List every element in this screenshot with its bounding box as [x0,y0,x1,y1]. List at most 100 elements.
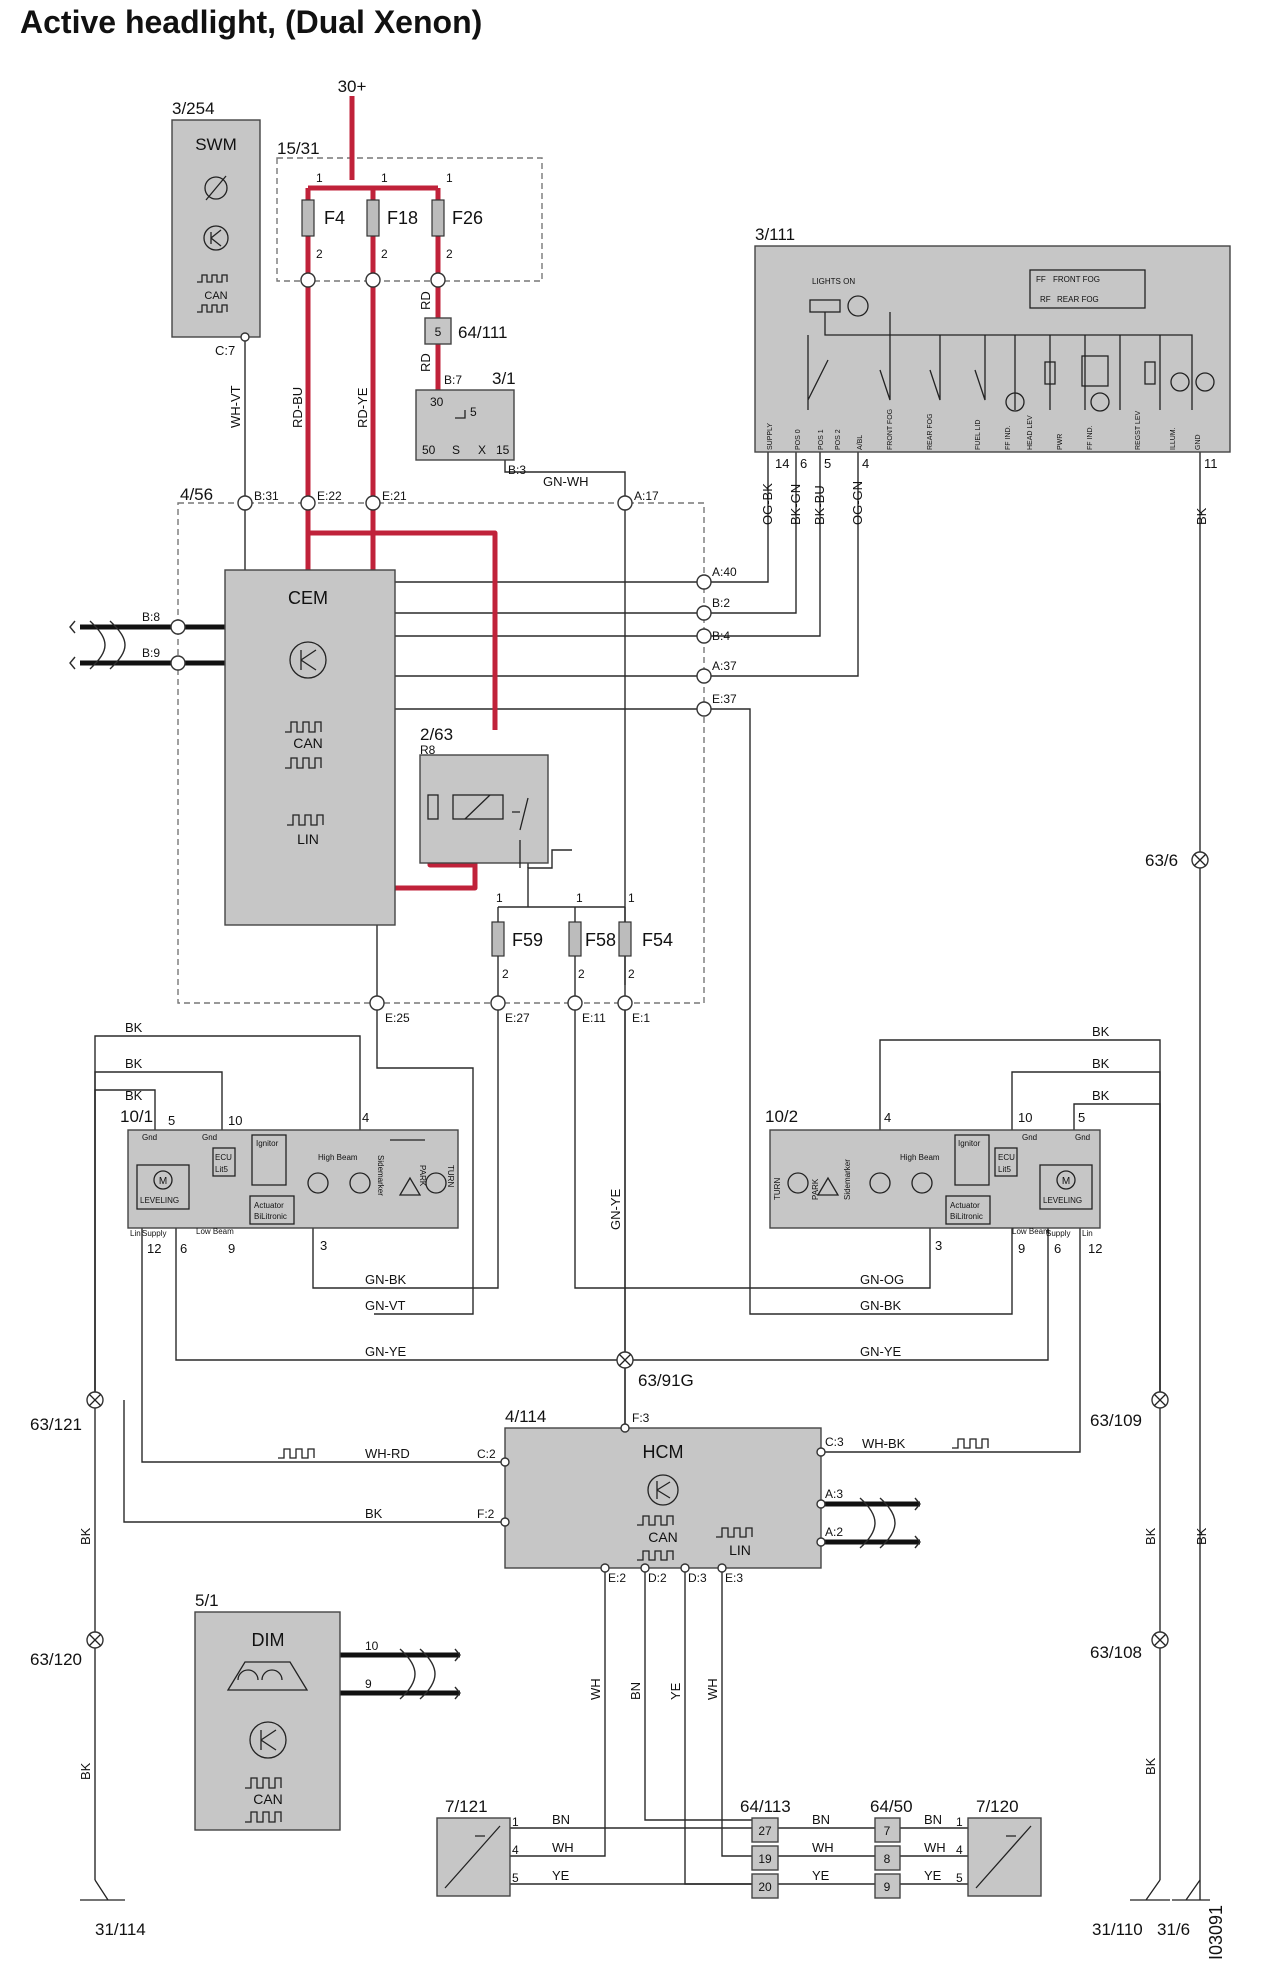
hl-right-gnd-1: Gnd [1022,1133,1037,1142]
cem-region [177,502,705,1004]
sensor-right-pin-1: 1 [956,1815,963,1829]
signal-wires [94,337,1201,1900]
cem-connector-nodes [170,495,712,1011]
headlamp-left-internals [136,1134,447,1225]
hl-left-high-beam: High Beam [318,1153,358,1162]
wire-bn-1: BN [628,1682,643,1700]
splice-63-121: 63/121 [30,1415,82,1434]
hl-left-pin-9: 9 [228,1241,235,1256]
cem-conn-b4: B:4 [712,629,730,643]
hl-right-bilitronic: BiLitronic [950,1212,983,1221]
ls-label-pos2: POS 2 [835,429,842,450]
fuse-f4-label: F4 [324,208,345,228]
hl-left-pin-4: 4 [362,1110,369,1125]
hl-right-pin-9: 9 [1018,1241,1025,1256]
cem-conn-a37: A:37 [712,659,737,673]
ls-label-pwr: PWR [1057,434,1064,450]
cem-conn-b8: B:8 [142,610,160,624]
dim-pin-9: 9 [365,1677,372,1691]
hl-left-park: PARK [418,1165,427,1187]
cem-conn-e37: E:37 [712,692,737,706]
hl-right-pin-10: 10 [1018,1110,1032,1125]
ls-label-front-fog: FRONT FOG [887,409,894,450]
hl-right-pin-12: 12 [1088,1241,1102,1256]
hl-left-leveling: LEVELING [140,1196,179,1205]
dim-transistor-icon [249,1721,287,1759]
connector-64-50 [874,1817,901,1899]
cem-name: CEM [288,588,328,608]
relay-2-63 [419,754,549,864]
swm-conn: C:7 [215,343,235,358]
wire-gn-vt: GN-VT [365,1298,406,1313]
headlamp-right [769,1129,1101,1229]
wire-bk-r1: BK [1092,1024,1110,1039]
conn-64-113-pin-27: 27 [758,1824,772,1838]
fuse-f26-label: F26 [452,208,483,228]
wire-gn-ye-v: GN-YE [608,1189,623,1231]
ignition-pin-5: 5 [470,405,477,419]
hcm-connector-nodes [500,1423,826,1573]
ignition-conn-top: B:7 [444,373,462,387]
hl-left-pin-6: 6 [180,1241,187,1256]
hcm-conn-a2: A:2 [825,1525,843,1539]
hl-right-pin-6: 6 [1054,1241,1061,1256]
hl-right-leveling: LEVELING [1043,1196,1082,1205]
wire-wh-bk: WH-BK [862,1436,906,1451]
hcm-lin-signal-icon [716,1527,753,1538]
splice-63-91g: 63/91G [638,1371,694,1390]
wire-bk-l2: BK [125,1056,143,1071]
hl-right-sidemarker: Sidemarker [843,1159,852,1200]
wire-wh-vt: WH-VT [228,385,243,428]
cem-conn-e22: E:22 [317,489,342,503]
cem-conn-e21: E:21 [382,489,407,503]
ls-pin-6: 6 [800,456,807,471]
wire-ye-2: YE [552,1868,570,1883]
cem-lin-signal-icon [287,814,324,826]
cem-conn-b9: B:9 [142,646,160,660]
hl-left-supply: Supply [142,1229,166,1238]
hl-right-turn: TURN [773,1178,782,1200]
fusebox-fuses [300,199,446,288]
hcm-module [504,1427,822,1569]
hl-right-lit5: Lit5 [998,1165,1011,1174]
hl-left-sidemarker: Sidemarker [376,1155,385,1196]
fuse-f59-pin-in: 1 [496,891,503,905]
cem-transistor-icon [289,641,327,679]
hl-right-ecu: ECU [998,1153,1015,1162]
wire-rd-2: RD [418,353,433,372]
splice-63-120: 63/120 [30,1650,82,1669]
cem-conn-e1: E:1 [632,1011,650,1025]
wire-bk-r-v2: BK [1194,1527,1209,1545]
cem-can-signal-icon [285,721,322,769]
hl-right-park: PARK [811,1178,820,1200]
sensor-left-pin-5: 5 [512,1871,519,1885]
wire-bk-l1: BK [125,1020,143,1035]
page-title: Active headlight, (Dual Xenon) [20,4,483,40]
connector-64-113-id: 64/113 [740,1797,791,1816]
hl-left-low-beam: Low Beam [196,1227,234,1236]
hl-right-pin-5: 5 [1078,1110,1085,1125]
wire-bn-3: BN [812,1812,830,1827]
rf-code: RF [1040,295,1051,304]
dim-module [194,1611,341,1831]
conn-64-50-pin-9: 9 [884,1880,891,1894]
fuse-f54-label: F54 [642,930,673,950]
wire-ye-1: YE [668,1682,683,1700]
fuse-f59-pin-out: 2 [502,967,509,981]
cem-lin: LIN [297,831,319,847]
ignition-conn-bottom: B:3 [508,463,526,477]
swm-id: 3/254 [172,99,215,118]
conn-64-50-pin-8: 8 [884,1852,891,1866]
wire-bk-l3: BK [125,1088,143,1103]
sensor-right-pin-5: 5 [956,1871,963,1885]
fuse-f4-pin-in: 1 [316,171,323,185]
hcm-lin: LIN [729,1542,751,1558]
wire-gn-ye-left: GN-YE [365,1344,407,1359]
hcm-id: 4/114 [505,1407,546,1426]
light-switch-id: 3/111 [755,225,795,244]
ground-symbols [80,1879,1210,1901]
wire-bk-r2: BK [1092,1056,1110,1071]
relay-sub: R8 [420,743,436,757]
wire-gn-wh: GN-WH [543,474,589,489]
cem-conn-b31: B:31 [254,489,279,503]
